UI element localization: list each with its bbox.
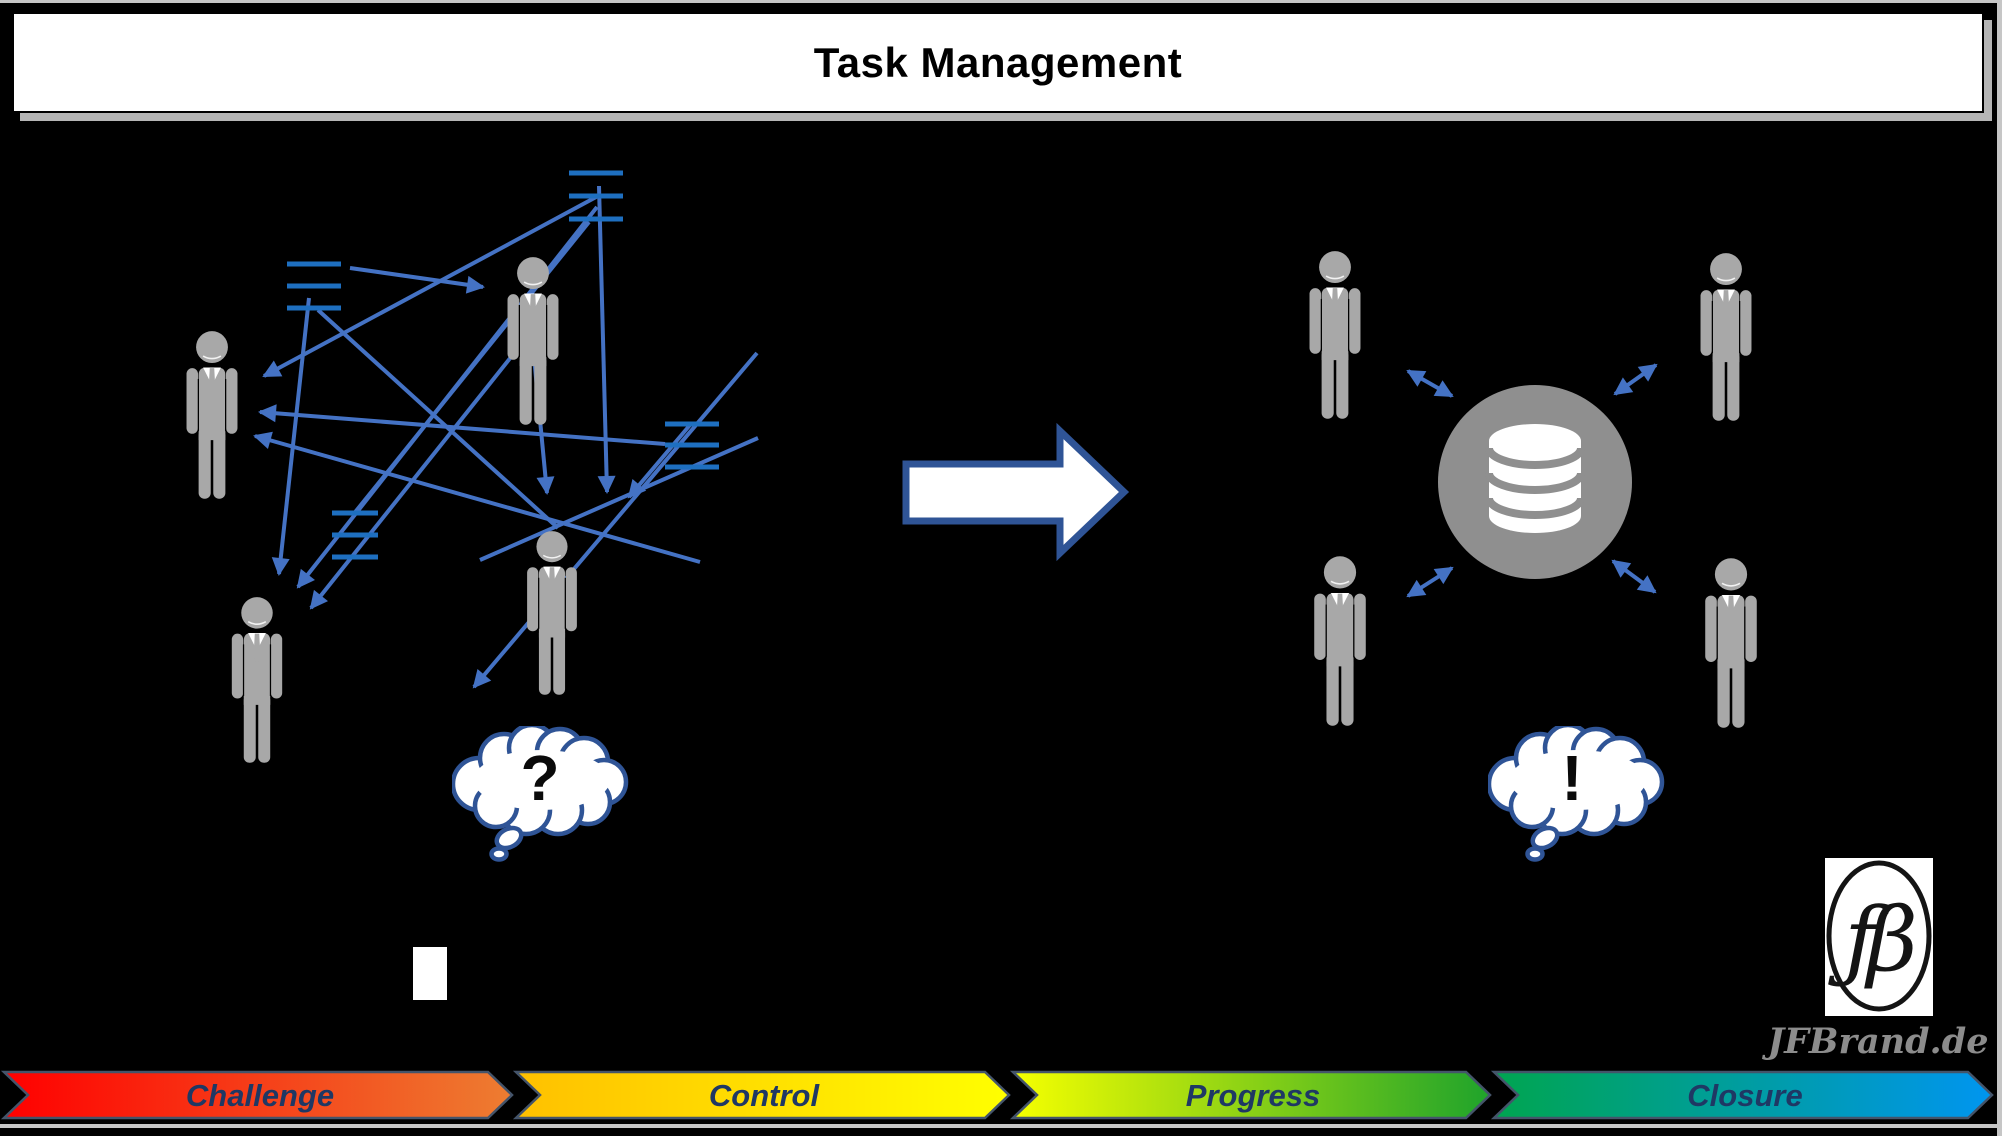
slide-border-right (1997, 0, 2002, 1136)
sync-arrow (1611, 559, 1657, 594)
communication-arrow (316, 308, 560, 530)
database-divider (1485, 497, 1585, 519)
stage-label-control: Control (709, 1078, 821, 1113)
slide-border-bottom (0, 1124, 2002, 1128)
logo-text: JFBrand.de (1762, 1021, 1989, 1062)
white-note-rect (413, 947, 447, 1000)
transform-arrow (902, 422, 1130, 562)
communication-arrow (309, 335, 529, 610)
communication-arrow (271, 297, 311, 576)
communication-arrow (262, 194, 599, 378)
logo: ƒβ JFBrand.de (1762, 858, 1989, 1062)
title-bar: Task Management (12, 12, 1984, 113)
person-icon (231, 596, 283, 764)
exclamation-mark: ! (1561, 742, 1582, 814)
task-list-icon (332, 510, 378, 560)
sync-arrow (1406, 369, 1454, 398)
central-hub-group (1308, 250, 1758, 729)
stage-bar: Challenge Control Progress Closure (0, 1070, 1994, 1120)
slide-border-top (0, 0, 2002, 3)
communication-arrow (597, 185, 616, 494)
stage-chevron-control (512, 1070, 1011, 1120)
communication-arrow (479, 436, 759, 562)
stage-chevron-progress (1009, 1070, 1492, 1120)
communication-arrow (258, 404, 666, 446)
page-title: Task Management (813, 38, 1183, 86)
person-icon (1313, 555, 1367, 727)
communication-arrow (253, 431, 701, 564)
question-mark: ? (520, 742, 559, 814)
task-list-icon (665, 421, 719, 470)
task-list-icon (569, 170, 623, 222)
logo-ellipse (1826, 860, 1932, 1012)
stage-label-challenge: Challenge (186, 1078, 334, 1113)
person-icon (185, 330, 239, 500)
database-divider (1485, 447, 1585, 469)
person-icon (506, 256, 560, 426)
database-divider (1485, 472, 1585, 494)
thought-cloud-exclamation: ! (1489, 725, 1662, 860)
person-icon (1308, 250, 1362, 420)
sync-arrow (1613, 363, 1658, 396)
task-list-icon (287, 261, 341, 311)
communication-arrow (627, 423, 692, 499)
communication-arrow (472, 351, 759, 689)
database-icon (1485, 424, 1585, 533)
person-icon (526, 530, 578, 696)
stage-chevron-closure (1490, 1070, 1994, 1120)
stage-chevron-challenge (0, 1070, 514, 1120)
stage-label-progress: Progress (1186, 1078, 1320, 1113)
chaotic-network-group (185, 170, 759, 764)
database-body (1489, 424, 1581, 533)
communication-arrow (349, 266, 485, 294)
thought-cloud-question: ? (453, 725, 626, 860)
stage-label-closure: Closure (1687, 1078, 1802, 1113)
person-icon (1704, 557, 1758, 729)
person-icon (1699, 252, 1753, 422)
sync-arrow (1406, 566, 1454, 598)
